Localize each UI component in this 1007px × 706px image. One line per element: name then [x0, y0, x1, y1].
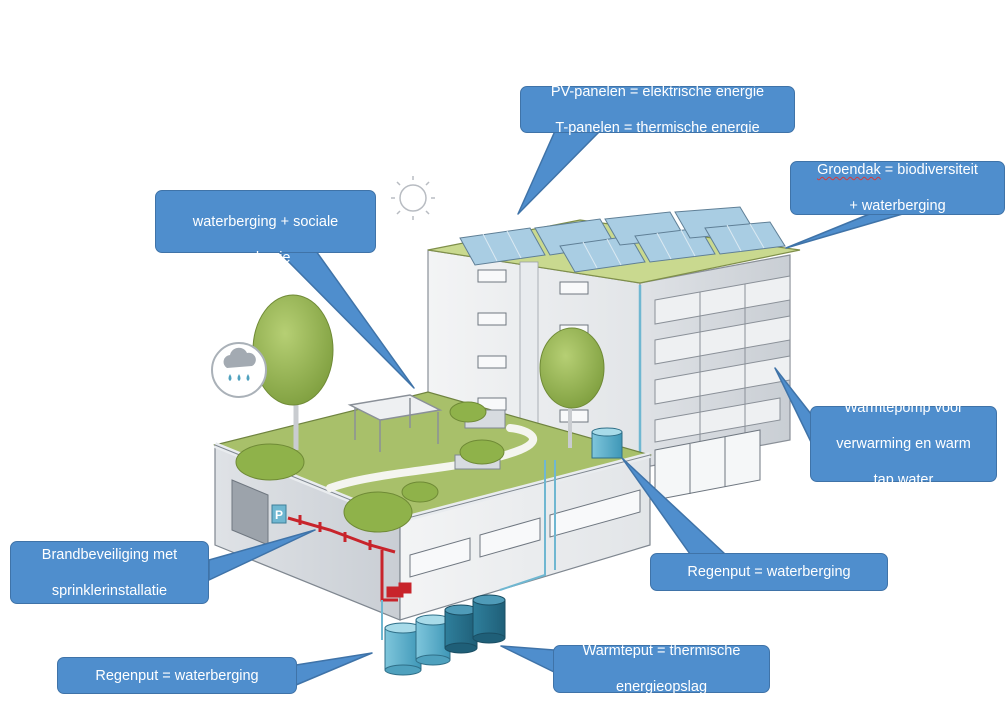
callout-line: T-panelen = thermische energie [555, 119, 760, 136]
parking-sign-icon: P [271, 504, 287, 524]
shrubs [235, 401, 505, 533]
rain-cloud-icon [211, 342, 267, 398]
parking-sign-letter: P [275, 508, 283, 522]
callout-line: = biodiversiteit [880, 162, 978, 178]
tree-left [252, 294, 334, 450]
callout-rainwater-well-left: Regenput = waterberging [57, 657, 297, 694]
callout-line: energieopslag [615, 679, 708, 695]
callout-line: Warmteput = thermische [582, 643, 741, 659]
thermal-storage-tank [472, 594, 506, 644]
callout-roof-garden: Daktuin = biodiversiteit + waterberging … [155, 178, 376, 266]
callout-line: PV-panelen = elektrische energie [550, 83, 765, 100]
callout-heat-pump: Warmtepomp voor verwarming en warm tap w… [810, 400, 997, 488]
underground-pipes [381, 460, 556, 640]
lower-building-windows [409, 489, 641, 578]
callout-line: cohesie [240, 249, 291, 266]
solar-panels [459, 206, 786, 273]
callout-fire-safety: Brandbeveiliging met sprinklerinstallati… [10, 541, 209, 604]
callout-line: Regenput = waterberging [95, 667, 259, 684]
callout-line: verwarming en warm [836, 436, 971, 452]
callout-line: waterberging + sociale [192, 213, 339, 230]
callout-line: Brandbeveiliging met [41, 546, 178, 563]
callout-word-groendak: Groendak [817, 162, 881, 178]
rain-barrel [591, 427, 623, 459]
callout-line: sprinklerinstallatie [51, 582, 168, 599]
callout-line: tap water [873, 472, 934, 488]
callout-line: Warmtepomp voor [844, 400, 963, 416]
pergola [347, 394, 443, 452]
callout-line: + waterberging [849, 198, 946, 214]
water-tanks [384, 594, 506, 676]
callout-thermal-storage: Warmteput = thermische energieopslag [553, 643, 770, 695]
tree-right [539, 327, 605, 448]
shop-windows [654, 429, 761, 501]
balconies [654, 275, 791, 460]
callout-rainwater-well-right: Regenput = waterberging [650, 553, 888, 591]
sun-icon [391, 176, 435, 220]
callout-pv-panels: PV-panelen = elektrische energie T-panel… [520, 83, 795, 136]
thermal-storage-tank [444, 604, 478, 654]
callout-line: Regenput = waterberging [687, 564, 851, 580]
callout-green-roof: Groendak = biodiversiteit + waterberging [790, 161, 1005, 215]
callout-line: Daktuin = biodiversiteit + [186, 177, 345, 194]
